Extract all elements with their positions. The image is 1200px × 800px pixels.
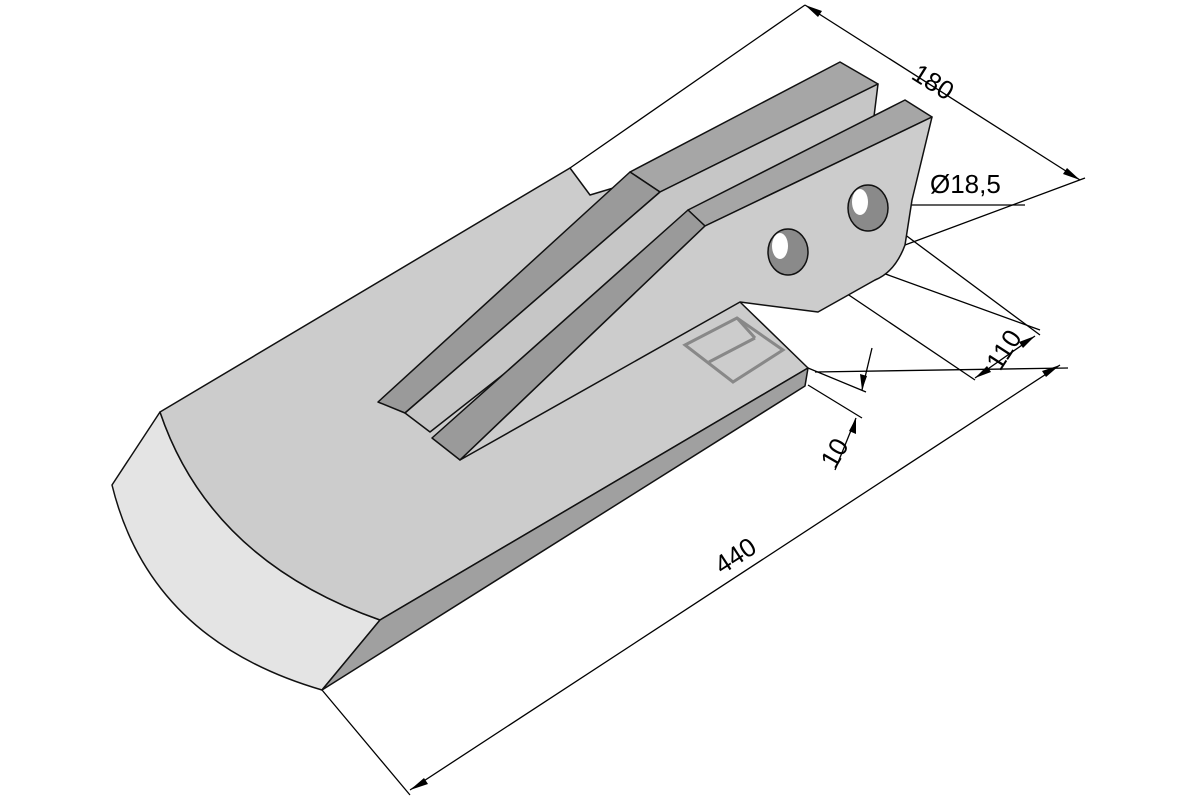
dim-thickness-label: 10 xyxy=(814,433,854,473)
dim-length-label: 440 xyxy=(709,531,762,580)
dim-hole-diameter-label: Ø18,5 xyxy=(930,169,1001,199)
stamp-mark-icon xyxy=(682,316,786,384)
lug-right xyxy=(431,99,933,461)
side-face xyxy=(321,367,809,691)
